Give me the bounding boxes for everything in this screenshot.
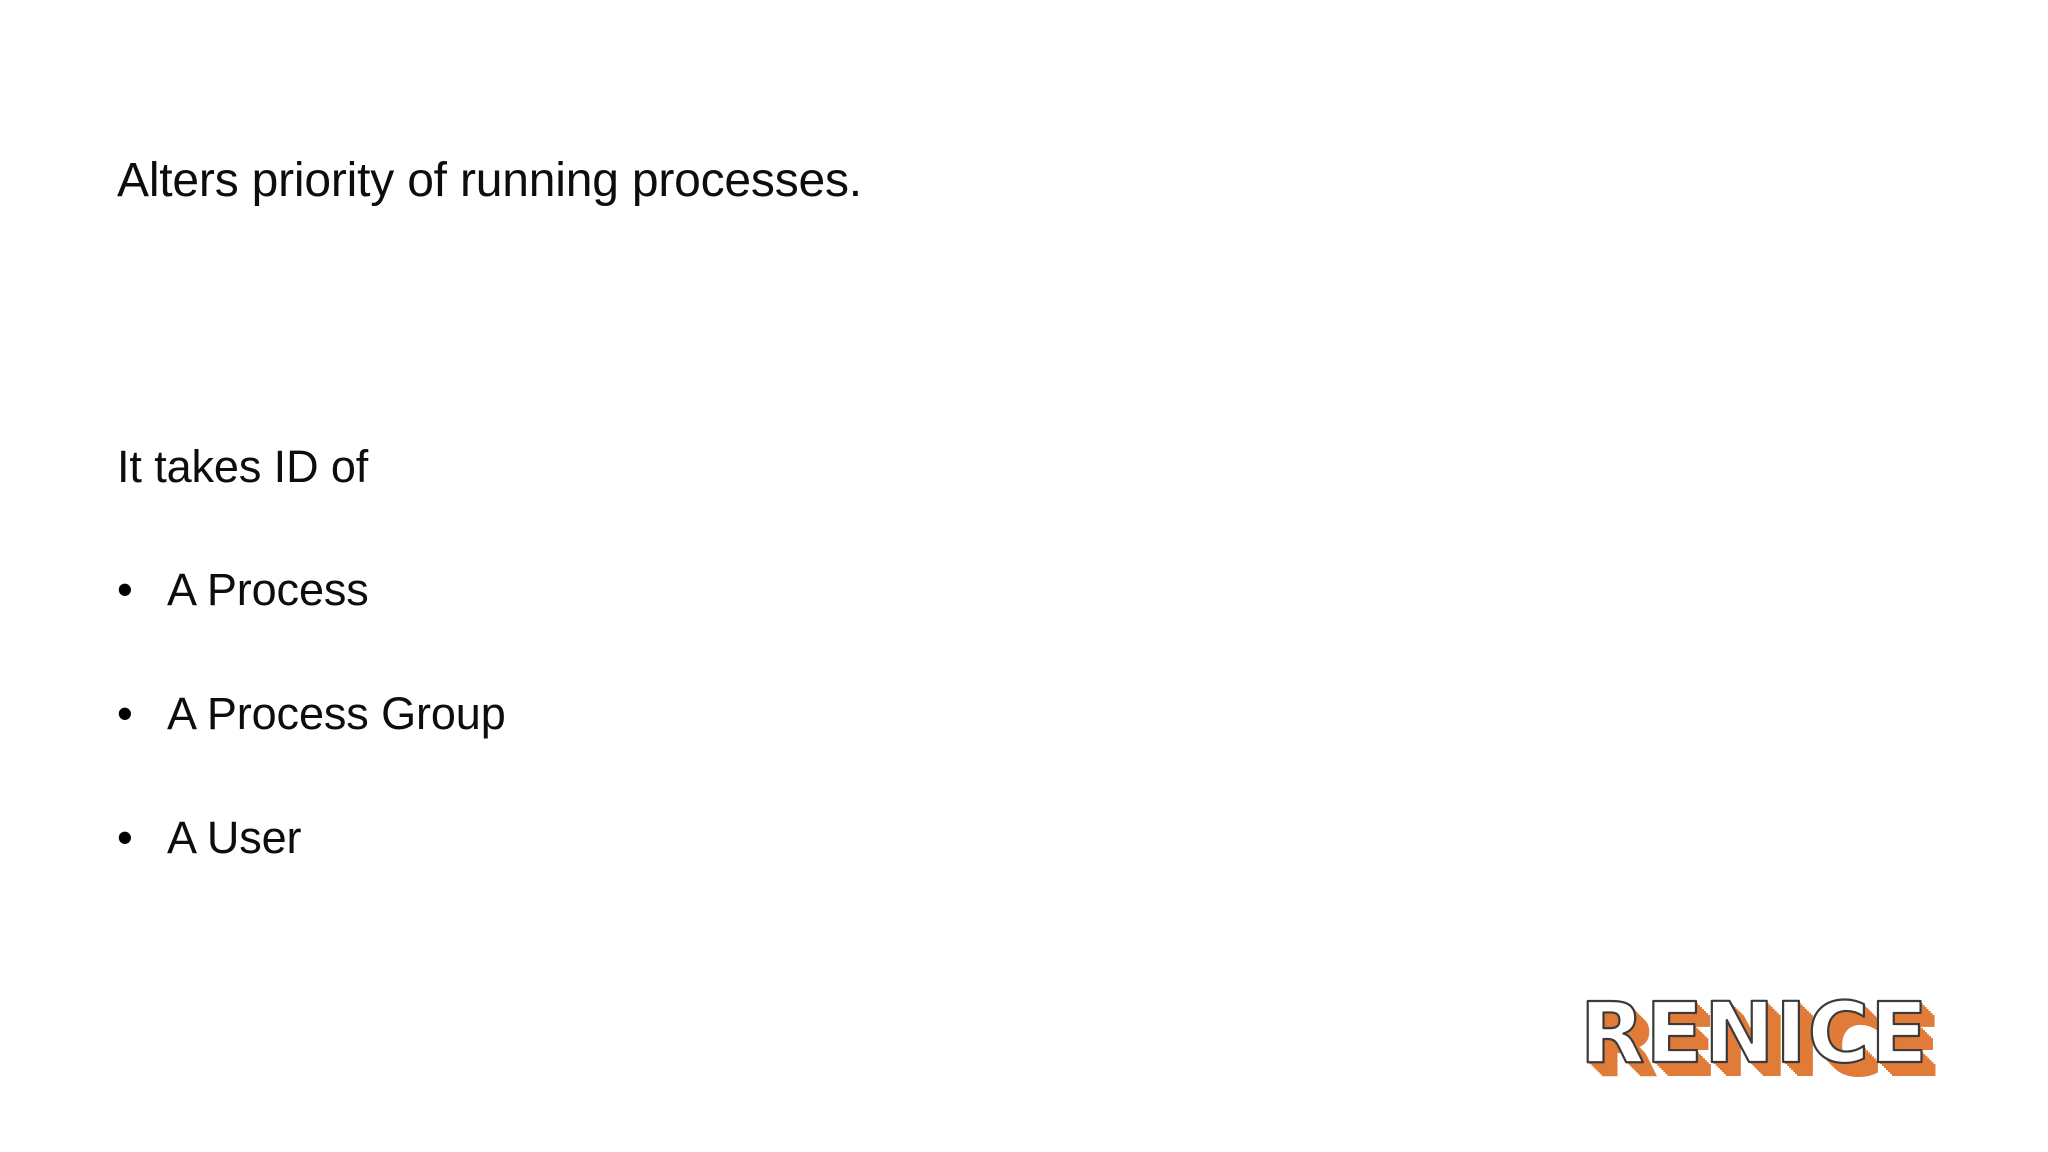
wordart-face-text: RENICE (1580, 984, 1929, 1082)
wordart-extrusion-layer: RENICE (1586, 990, 1935, 1088)
renice-wordart-logo: RENICE RENICE RENICE RENICE RENICE RENIC… (1579, 983, 1942, 1096)
list-item: • A Process (117, 563, 506, 687)
wordart-extrusion-layer: RENICE (1590, 994, 1939, 1092)
bullet-list: • A Process • A Process Group • A User (117, 563, 506, 935)
list-item: • A User (117, 811, 506, 935)
bullet-point-icon: • (117, 688, 133, 739)
slide-title: Alters priority of running processes. (117, 154, 862, 207)
wordart-extrusion-layer: RENICE (1594, 998, 1943, 1096)
wordart-extrusion-layer: RENICE (1592, 996, 1941, 1094)
wordart-extrusion-layer: RENICE (1588, 992, 1937, 1090)
list-item-label: A Process (167, 564, 369, 615)
intro-text: It takes ID of (117, 441, 369, 492)
wordart-extrusion-layer: RENICE (1582, 986, 1931, 1084)
wordart-extrusion-layer: RENICE (1584, 988, 1933, 1086)
list-item: • A Process Group (117, 687, 506, 811)
bullet-point-icon: • (117, 812, 133, 863)
list-item-label: A User (167, 812, 302, 863)
list-item-label: A Process Group (167, 688, 506, 739)
bullet-point-icon: • (117, 564, 133, 615)
renice-wordart-svg: RENICE RENICE RENICE RENICE RENICE RENIC… (1579, 983, 1942, 1096)
